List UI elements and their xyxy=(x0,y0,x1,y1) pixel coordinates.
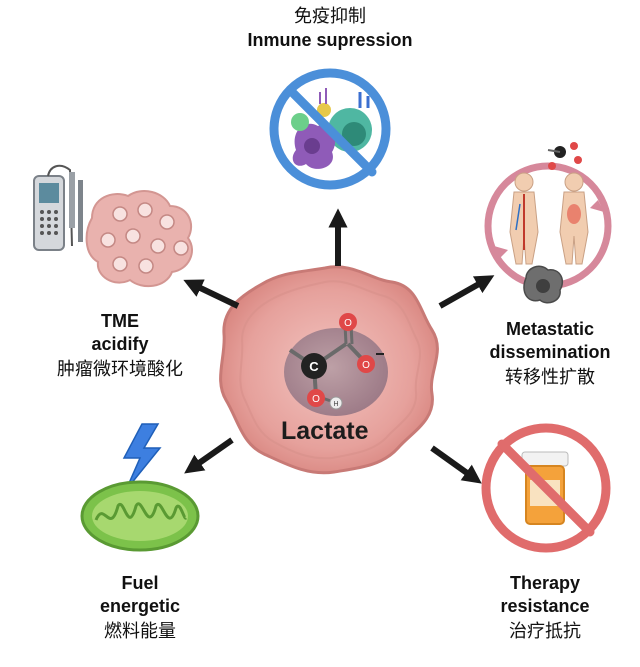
lactate-cell xyxy=(219,265,439,475)
acidic-tumor-cells-icon xyxy=(85,190,193,288)
arrow-upper-right xyxy=(438,275,495,309)
mitochondria-lightning-icon xyxy=(80,423,200,552)
node-right-en2: dissemination xyxy=(489,341,611,362)
node-bottom-right-en2: resistance xyxy=(500,595,590,616)
node-right-zh: 转移性扩散 xyxy=(505,367,595,388)
atom-oxygen: O xyxy=(312,394,320,405)
lightning-icon xyxy=(122,423,162,491)
lactate-molecule-icon: C O O O H xyxy=(288,313,384,410)
ph-meter-icon xyxy=(33,164,83,251)
atom-hydrogen: H xyxy=(333,401,338,408)
node-left-en2: acidify xyxy=(91,333,149,354)
node-left-label: TME acidify 肿瘤微环境酸化 xyxy=(20,310,220,382)
node-bottom-right-zh: 治疗抵抗 xyxy=(509,621,581,642)
node-right-en1: Metastatic xyxy=(505,319,595,339)
atom-oxygen: O xyxy=(344,318,352,329)
immune-cells-prohibited-icon xyxy=(269,68,391,190)
node-right-label: Metastatic dissemination 转移性扩散 xyxy=(470,318,630,390)
node-left-zh: 肿瘤微环境酸化 xyxy=(57,359,183,380)
pill-bottle-prohibited-icon xyxy=(481,423,611,553)
node-bottom-right-label: Therapy resistance 治疗抵抗 xyxy=(470,572,620,644)
node-bottom-right-en1: Therapy xyxy=(509,573,581,593)
arrow-upper-left xyxy=(183,279,240,309)
node-bottom-left-label: Fuel energetic 燃料能量 xyxy=(60,572,220,644)
node-top-en: Inmune supression xyxy=(247,29,413,50)
human-body-circulation-icon xyxy=(484,142,612,304)
atom-carbon: C xyxy=(309,359,319,374)
node-top-zh: 免疫抑制 xyxy=(294,6,366,27)
arrow-lower-right xyxy=(430,445,482,484)
node-bottom-left-en2: energetic xyxy=(99,595,181,616)
node-bottom-left-en1: Fuel xyxy=(121,573,159,593)
center-title: Lactate xyxy=(281,417,369,445)
node-top-label: 免疫抑制 Inmune supression xyxy=(210,6,450,51)
arrow-lower-left xyxy=(184,437,234,474)
node-left-en1: TME xyxy=(101,311,139,331)
arrows xyxy=(183,208,495,484)
atom-oxygen: O xyxy=(362,360,370,371)
node-bottom-left-zh: 燃料能量 xyxy=(104,621,176,642)
